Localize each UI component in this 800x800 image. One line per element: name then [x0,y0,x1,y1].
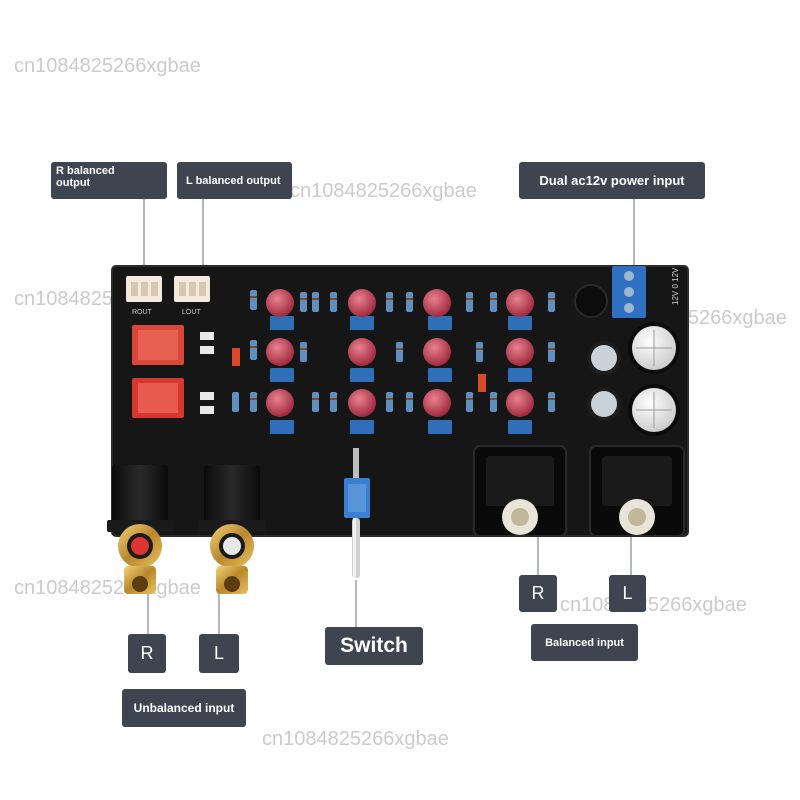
switch-label: Switch [325,627,423,665]
rout-marking: ROUT [132,309,153,316]
trimmer-capacitors [270,316,532,434]
toggle-switch [344,448,370,578]
rca-right-jack [107,465,173,594]
terminal-marking: 12V 0 12V [671,267,680,305]
lout-marking: LOUT [182,309,201,316]
rout-connector [126,276,162,302]
electrolytic-capacitors [266,289,534,417]
unbalanced-r-label: R [128,634,166,673]
relay-bottom [132,378,184,418]
small-components-left [200,332,486,414]
xlr-left-connector [589,445,685,537]
l-balanced-output-label: L balanced output [177,162,292,199]
balanced-l-label: L [609,575,646,612]
balanced-input-label: Balanced input [531,624,638,661]
rca-left-jack [199,465,265,594]
unbalanced-input-label: Unbalanced input [122,689,246,727]
r-balanced-output-label: R balanced output [51,162,167,199]
balanced-r-label: R [519,575,557,612]
resistors [232,290,555,412]
relay-top [132,325,184,365]
unbalanced-l-label: L [199,634,239,673]
lout-connector [174,276,210,302]
power-terminal-block [612,266,646,318]
xlr-right-connector [473,445,567,537]
power-input-label: Dual ac12v power input [519,162,705,199]
power-filter-capacitors [574,284,680,436]
